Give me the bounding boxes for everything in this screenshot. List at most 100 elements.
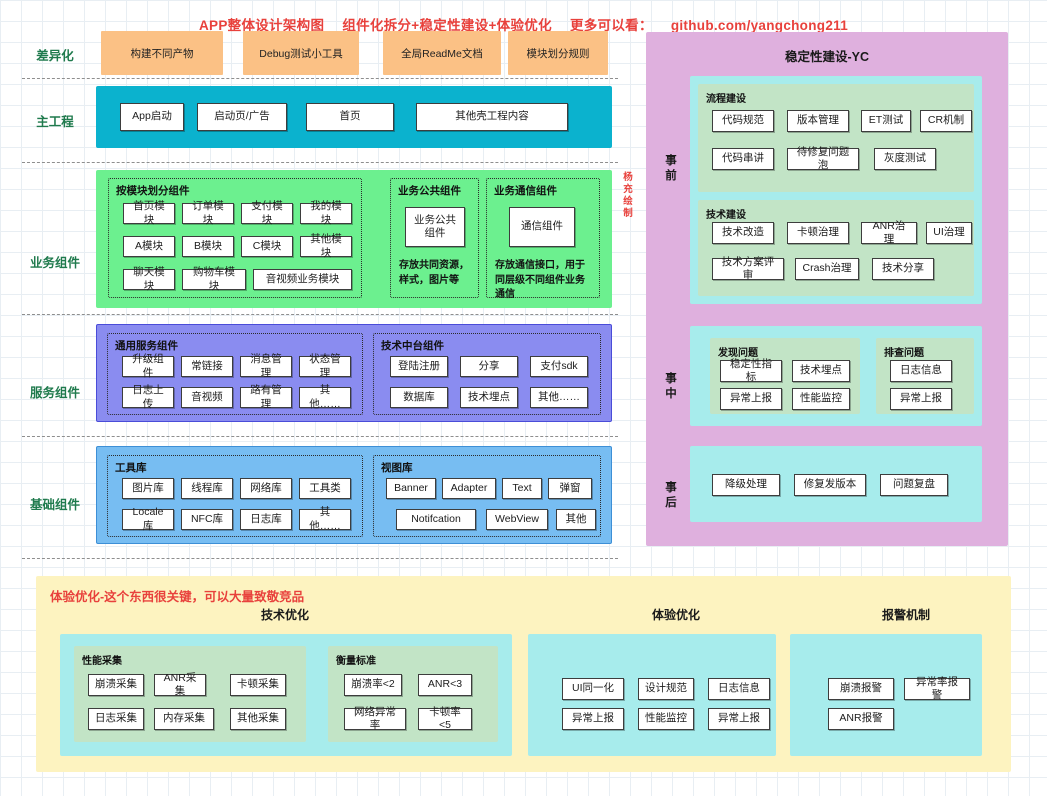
mid-chip-5[interactable]: 其他…… <box>530 387 588 408</box>
biz-comm-chip[interactable]: 通信组件 <box>509 207 575 247</box>
meas-chip-0[interactable]: 崩溃率<2 <box>344 674 402 696</box>
svc-chip-0[interactable]: 升级组件 <box>122 353 174 379</box>
stability-panel: 稳定性建设-YC 事前 流程建设 代码规范 版本管理 ET测试 CR机制 代码串… <box>646 32 1008 546</box>
pre-tech-chip-2[interactable]: ANR治理 <box>861 220 917 245</box>
alarm-chip-1[interactable]: 异常率报警 <box>904 676 970 701</box>
meas-chip-1[interactable]: ANR<3 <box>418 674 472 696</box>
business-group-public: 业务公共组件 业务公共 组件 存放共同资源，样式，图片等 <box>390 178 479 298</box>
perf-chip-3[interactable]: 日志采集 <box>88 708 144 730</box>
mid-chip-1[interactable]: 分享 <box>460 356 518 377</box>
tool-chip-7[interactable]: 其他…… <box>299 506 351 532</box>
pre-proc-chip-5[interactable]: 待修复问题泡 <box>787 146 859 171</box>
tool-chip-4[interactable]: Locale库 <box>122 506 174 532</box>
post-chip-1[interactable]: 修复发版本 <box>794 474 866 496</box>
pre-proc-chip-4[interactable]: 代码串讲 <box>712 148 774 170</box>
main-item-1[interactable]: 启动页/广告 <box>197 103 287 131</box>
view-chip-1[interactable]: Adapter <box>442 478 496 499</box>
pre-proc-chip-3[interactable]: CR机制 <box>920 110 972 132</box>
tool-chip-3[interactable]: 工具类 <box>299 478 351 499</box>
mid-chip-3[interactable]: 数据库 <box>390 387 448 408</box>
main-item-3[interactable]: 其他壳工程内容 <box>416 103 568 131</box>
pre-tech-chip-4[interactable]: 技术方案评审 <box>712 256 784 281</box>
pre-tech-chip-0[interactable]: 技术改造 <box>712 222 774 244</box>
svc-chip-3[interactable]: 状态管理 <box>299 353 351 379</box>
alarm-chip-0[interactable]: 崩溃报警 <box>828 678 894 700</box>
dur-inv-chip-0[interactable]: 日志信息 <box>890 360 952 382</box>
perf-chip-5[interactable]: 其他采集 <box>230 708 286 730</box>
svc-chip-4[interactable]: 日志上传 <box>122 384 174 410</box>
meas-chip-3[interactable]: 卡顿率<5 <box>418 706 472 731</box>
post-chip-2[interactable]: 问题复盘 <box>880 474 948 496</box>
svc-chip-7[interactable]: 其他…… <box>299 384 351 410</box>
pre-proc-chip-6[interactable]: 灰度测试 <box>874 148 936 170</box>
biz-chip-8[interactable]: 聊天模块 <box>123 266 175 292</box>
exp-col-title-tech: 技术优化 <box>260 608 309 622</box>
ux-chip-5[interactable]: 异常上报 <box>708 708 770 730</box>
diff-item-1[interactable]: Debug测试小工具 <box>243 31 359 75</box>
tool-chip-2[interactable]: 网络库 <box>240 478 292 499</box>
pre-tech-chip-6[interactable]: 技术分享 <box>872 258 934 280</box>
view-chip-6[interactable]: 其他 <box>556 509 596 530</box>
ux-chip-4[interactable]: 性能监控 <box>638 708 694 730</box>
dur-disc-chip-0[interactable]: 稳定性指标 <box>720 358 782 383</box>
biz-chip-4[interactable]: A模块 <box>123 236 175 257</box>
phase-before-box: 流程建设 代码规范 版本管理 ET测试 CR机制 代码串讲 待修复问题泡 灰度测… <box>690 76 982 304</box>
biz-chip-6[interactable]: C模块 <box>241 236 293 257</box>
tool-chip-6[interactable]: 日志库 <box>240 509 292 530</box>
view-chip-2[interactable]: Text <box>502 478 542 499</box>
biz-chip-0[interactable]: 首页模块 <box>123 200 175 226</box>
mid-chip-2[interactable]: 支付sdk <box>530 356 588 377</box>
pre-proc-chip-1[interactable]: 版本管理 <box>787 110 849 132</box>
view-chip-4[interactable]: Notifcation <box>396 509 476 530</box>
biz-chip-7[interactable]: 其他模块 <box>300 233 352 259</box>
post-chip-0[interactable]: 降级处理 <box>712 474 780 496</box>
perf-chip-0[interactable]: 崩溃采集 <box>88 674 144 696</box>
biz-chip-5[interactable]: B模块 <box>182 236 234 257</box>
mid-chip-0[interactable]: 登陆注册 <box>390 356 448 377</box>
alarm-chip-2[interactable]: ANR报警 <box>828 708 894 730</box>
perf-chip-4[interactable]: 内存采集 <box>154 708 214 730</box>
divider-2 <box>22 162 618 163</box>
biz-chip-9[interactable]: 购物车模块 <box>182 266 246 292</box>
biz-chip-1[interactable]: 订单模块 <box>182 200 234 226</box>
ux-chip-0[interactable]: UI同一化 <box>562 678 624 700</box>
meas-chip-2[interactable]: 网络异常率 <box>344 706 406 731</box>
pre-proc-chip-2[interactable]: ET测试 <box>861 110 911 132</box>
pre-proc-chip-0[interactable]: 代码规范 <box>712 110 774 132</box>
svc-chip-2[interactable]: 消息管理 <box>240 353 292 379</box>
diff-item-2[interactable]: 全局ReadMe文档 <box>383 31 501 75</box>
investigate-problem-group: 排查问题 日志信息 异常上报 <box>876 338 974 414</box>
dur-inv-chip-1[interactable]: 异常上报 <box>890 388 952 410</box>
view-chip-5[interactable]: WebView <box>486 509 548 530</box>
ux-chip-1[interactable]: 设计规范 <box>638 678 694 700</box>
tool-chip-5[interactable]: NFC库 <box>181 509 233 530</box>
dur-disc-chip-1[interactable]: 技术埋点 <box>792 360 850 382</box>
tool-chip-1[interactable]: 线程库 <box>181 478 233 499</box>
github-link[interactable]: github.com/yangchong211 <box>670 18 849 33</box>
biz-public-chip[interactable]: 业务公共 组件 <box>405 207 465 247</box>
tool-chip-0[interactable]: 图片库 <box>122 478 174 499</box>
dur-disc-chip-3[interactable]: 性能监控 <box>792 388 850 410</box>
diff-item-3[interactable]: 模块划分规则 <box>508 31 608 75</box>
biz-chip-3[interactable]: 我的模块 <box>300 200 352 226</box>
pre-tech-chip-3[interactable]: UI治理 <box>926 222 972 244</box>
pre-tech-chip-1[interactable]: 卡顿治理 <box>787 222 849 244</box>
dur-disc-chip-2[interactable]: 异常上报 <box>720 388 782 410</box>
ux-chip-3[interactable]: 异常上报 <box>562 708 624 730</box>
svc-chip-5[interactable]: 音视频 <box>181 387 233 408</box>
ux-chip-2[interactable]: 日志信息 <box>708 678 770 700</box>
pre-tech-chip-5[interactable]: Crash治理 <box>795 258 859 280</box>
biz-chip-10[interactable]: 音视频业务模块 <box>253 269 352 290</box>
main-item-2[interactable]: 首页 <box>306 103 394 131</box>
foundation-components-band: 工具库 图片库 线程库 网络库 工具类 Locale库 NFC库 日志库 其他…… <box>96 446 612 544</box>
svc-chip-6[interactable]: 路有管理 <box>240 384 292 410</box>
view-chip-3[interactable]: 弹窗 <box>548 478 592 499</box>
diff-item-0[interactable]: 构建不同产物 <box>101 31 223 75</box>
perf-chip-2[interactable]: 卡顿采集 <box>230 674 286 696</box>
biz-chip-2[interactable]: 支付模块 <box>241 200 293 226</box>
main-item-0[interactable]: App启动 <box>120 103 184 131</box>
view-chip-0[interactable]: Banner <box>386 478 436 499</box>
mid-chip-4[interactable]: 技术埋点 <box>460 387 518 408</box>
perf-chip-1[interactable]: ANR采集 <box>154 672 206 697</box>
svc-chip-1[interactable]: 常链接 <box>181 356 233 377</box>
